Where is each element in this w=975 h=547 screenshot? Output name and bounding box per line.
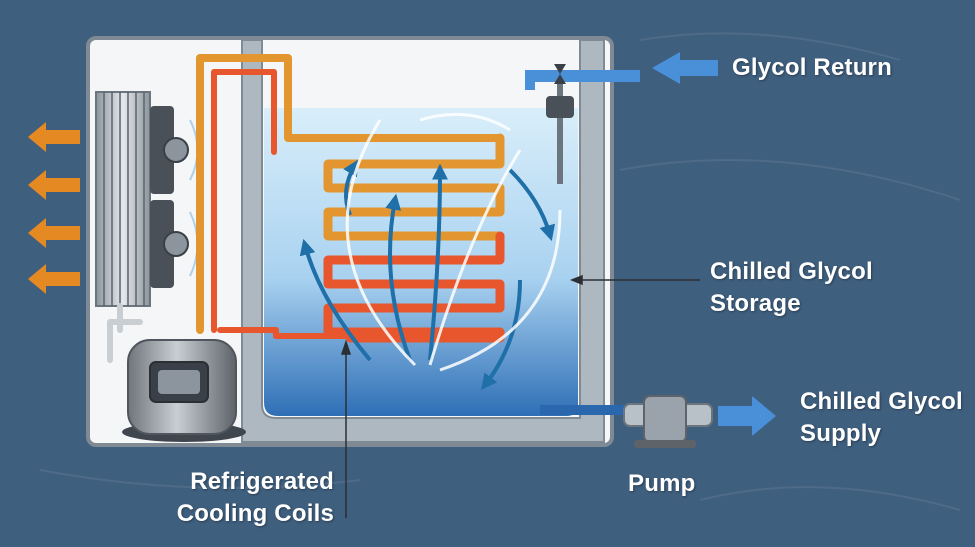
- fan-icon: [150, 106, 189, 288]
- pump-icon: [623, 395, 713, 448]
- cooling-coils-line-2: Cooling Coils: [176, 500, 334, 527]
- supply-pipe: [540, 405, 636, 415]
- valve-icon: [525, 64, 640, 184]
- chilled-glycol-supply-line-2: Supply: [800, 420, 882, 447]
- pump-label: Pump: [628, 470, 696, 497]
- exhaust-arrow-icon: [28, 122, 80, 294]
- leader-lines: [340, 274, 700, 518]
- refrigerant-lines: [107, 54, 504, 363]
- glycol-flow-arrows: [299, 159, 556, 391]
- chilled-glycol-storage-line-1: Chilled Glycol: [710, 258, 873, 285]
- condenser: [95, 91, 151, 307]
- background-texture: [39, 32, 961, 511]
- inflow-arrow-icon: [652, 52, 718, 84]
- glycol-flow-swirls: [345, 112, 562, 372]
- chilled-glycol-supply-line-1: Chilled Glycol: [800, 388, 963, 415]
- chilled-glycol-supply-label: Chilled Glycol Supply: [800, 386, 963, 450]
- refrigerated-cooling-coils-label: Refrigerated Cooling Coils: [172, 466, 334, 530]
- tank-wall: [241, 39, 605, 443]
- compressor-icon: [122, 339, 246, 442]
- chilled-glycol-storage-line-2: Storage: [710, 290, 801, 317]
- chilled-glycol-storage-label: Chilled Glycol Storage: [710, 256, 873, 320]
- outflow-arrow-icon: [718, 396, 776, 436]
- glycol-return-label: Glycol Return: [732, 54, 892, 81]
- cooling-coils-line-1: Refrigerated: [190, 468, 334, 495]
